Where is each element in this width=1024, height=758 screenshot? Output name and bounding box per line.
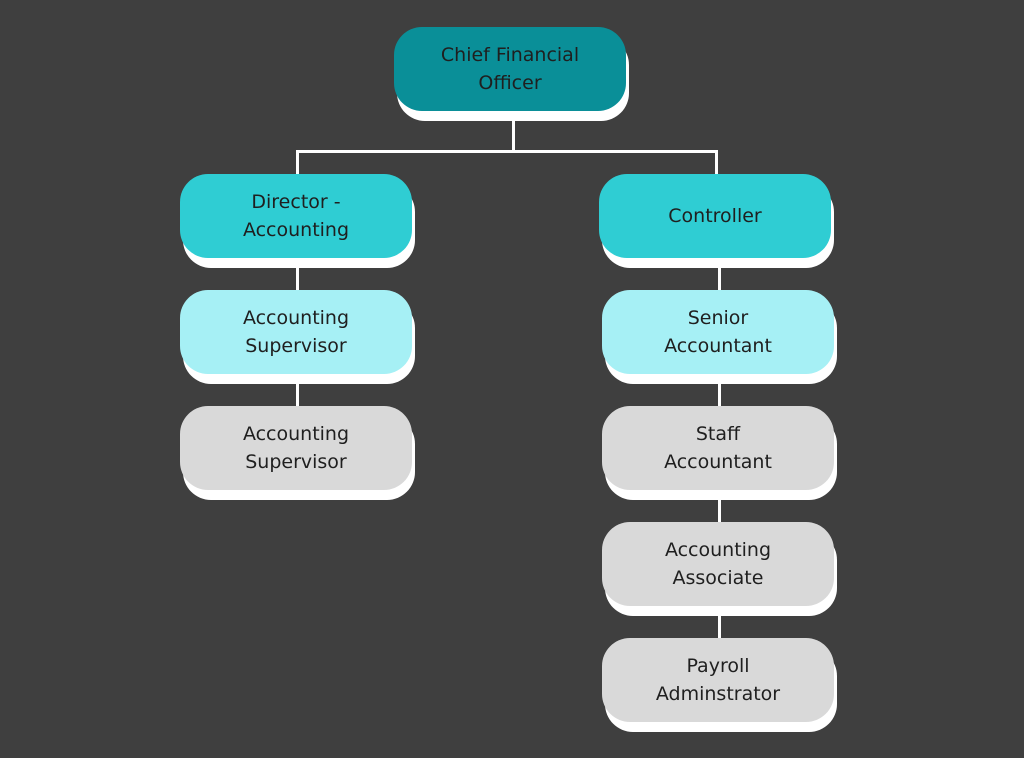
node-senior-accountant: Senior Accountant xyxy=(602,290,837,384)
connector-right-3 xyxy=(718,496,721,526)
node-director-accounting: Director - Accounting xyxy=(180,174,415,268)
node-accounting-supervisor-1: Accounting Supervisor xyxy=(180,290,415,384)
connector-root-down xyxy=(512,118,515,152)
node-label: Accounting Supervisor xyxy=(180,290,412,374)
connector-left-1 xyxy=(296,262,299,294)
connector-right-2 xyxy=(718,380,721,410)
node-payroll-adminstrator: Payroll Adminstrator xyxy=(602,638,837,732)
connector-left-down xyxy=(296,150,299,178)
connector-right-1 xyxy=(718,262,721,294)
node-label: Director - Accounting xyxy=(180,174,412,258)
connector-left-2 xyxy=(296,380,299,410)
node-chief-financial-officer: Chief Financial Officer xyxy=(394,27,629,121)
node-label: Accounting Supervisor xyxy=(180,406,412,490)
connector-right-4 xyxy=(718,612,721,642)
connector-right-down xyxy=(715,150,718,178)
node-label: Accounting Associate xyxy=(602,522,834,606)
node-controller: Controller xyxy=(599,174,834,268)
node-accounting-supervisor-2: Accounting Supervisor xyxy=(180,406,415,500)
node-label: Chief Financial Officer xyxy=(394,27,626,111)
node-staff-accountant: Staff Accountant xyxy=(602,406,837,500)
node-label: Controller xyxy=(599,174,831,258)
node-label: Payroll Adminstrator xyxy=(602,638,834,722)
node-label: Staff Accountant xyxy=(602,406,834,490)
node-accounting-associate: Accounting Associate xyxy=(602,522,837,616)
node-label: Senior Accountant xyxy=(602,290,834,374)
connector-horizontal-bar xyxy=(296,150,718,153)
